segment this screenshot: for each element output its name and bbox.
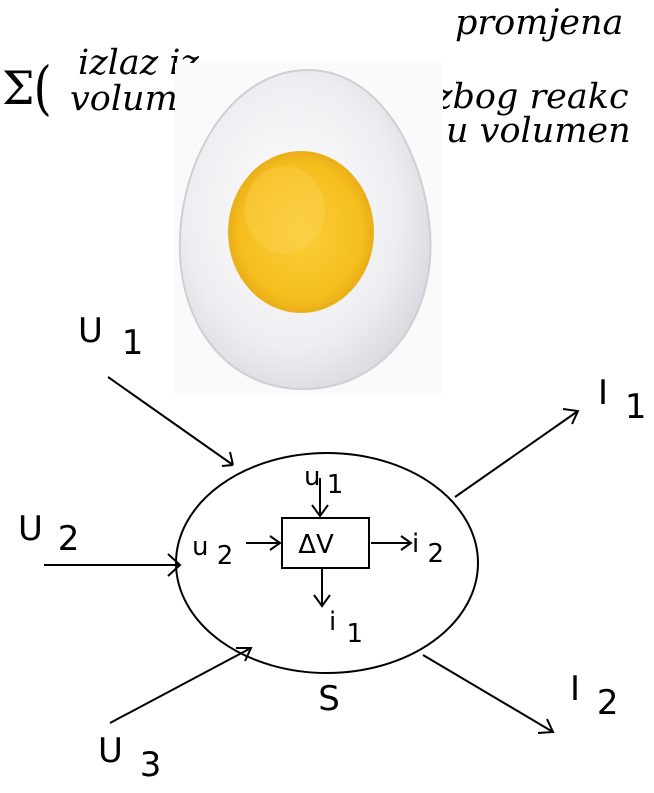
left-paren-open: ( [34, 55, 52, 122]
output-label-i2: I 2 [570, 669, 618, 723]
inner-sub-i1: 1 [347, 619, 364, 649]
input-letter-u2: U [18, 509, 43, 549]
inner-label-u1: u 1 [304, 462, 343, 500]
input-arrow-u3 [110, 648, 251, 723]
egg-photo [175, 63, 443, 394]
sigma-symbol: Σ [2, 61, 35, 115]
equation-right-line1: promjena [455, 3, 623, 43]
inner-letter-i2: i [412, 529, 419, 559]
inner-letter-u1: u [304, 462, 320, 492]
equation-right-line3: u volumen [446, 111, 631, 151]
output-arrow-i1 [455, 411, 578, 497]
inner-label-i2: i 2 [412, 529, 444, 569]
output-letter-i2: I [570, 669, 580, 709]
delta-v-label: ΔV [298, 530, 334, 560]
inner-letter-i1: i [329, 607, 336, 637]
input-arrow-u1-head [222, 465, 233, 466]
inner-sub-i2: 2 [428, 539, 445, 569]
output-sub-i1: 1 [625, 387, 647, 427]
equation-left-line2: volum [70, 79, 178, 119]
input-label-u1: U 1 [78, 311, 143, 363]
surface-label: S [318, 679, 340, 719]
yolk-highlight [245, 166, 325, 254]
input-label-u3: U 3 [98, 731, 161, 785]
inner-sub-u1: 1 [327, 470, 344, 500]
input-sub-u1: 1 [122, 323, 144, 363]
input-sub-u2: 2 [58, 519, 80, 559]
inner-letter-u2: u [192, 532, 208, 562]
input-label-u2: U 2 [18, 509, 79, 559]
inner-label-i1: i 1 [329, 607, 363, 649]
inner-label-u2: u 2 [192, 532, 233, 571]
input-letter-u1: U [78, 311, 103, 351]
inner-sub-u2: 2 [217, 541, 234, 571]
output-arrow-i2 [423, 655, 553, 732]
output-letter-i1: I [598, 373, 608, 413]
input-letter-u3: U [98, 731, 123, 771]
input-sub-u3: 3 [140, 745, 162, 785]
output-label-i1: I 1 [598, 373, 646, 427]
output-sub-i2: 2 [597, 683, 619, 723]
